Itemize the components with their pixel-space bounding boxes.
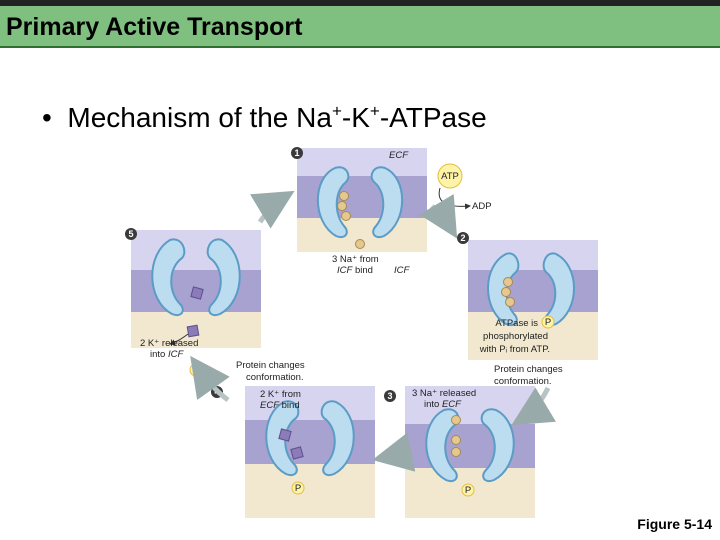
panel-step-1: 1 ECF [291, 147, 427, 252]
conf-right-line2: conformation. [494, 376, 552, 387]
k-bind-bind: bind [279, 400, 300, 411]
conf-right-line1: Protein changes [494, 364, 563, 375]
bullet-sup-1: + [331, 101, 342, 121]
figure-label: Figure 5-14 [637, 516, 712, 532]
k-bind-ecf: ECF [260, 400, 280, 411]
step-number-1: 1 [294, 148, 299, 158]
na-release-label-line1: 3 Na⁺ released [412, 388, 476, 399]
icf-label: ICF [394, 265, 411, 276]
atp-hydrolysis: ATP ADP [437, 163, 492, 212]
na-bind-bind: bind [352, 265, 373, 276]
panel-step-5: 5 [125, 228, 261, 348]
step-number-2: 2 [460, 233, 465, 243]
panel-step-4: P 4 2 K⁺ from ECF bind [211, 386, 375, 518]
k-release-label-line2: into ICF [150, 349, 184, 360]
title-bar: Primary Active Transport [0, 0, 720, 46]
atp-label: ATP [441, 171, 459, 182]
phosphate-badge-3: P [465, 485, 471, 496]
conf-left-line1: Protein changes [236, 360, 305, 371]
na-release-label-line2: into ECF [424, 399, 462, 410]
phos-label-line1: ATPase is [495, 318, 538, 329]
adp-label: ADP [472, 201, 492, 212]
phos-label-line2: phosphorylated [483, 331, 548, 342]
title-underline [0, 46, 720, 48]
panel-step-2: 2 P ATPase is phosphorylated with Pᵢ fro… [457, 232, 598, 360]
na-release-ecf: ECF [442, 399, 462, 410]
step-number-5: 5 [128, 229, 133, 239]
bullet-symbol: • [42, 102, 68, 133]
k-release-icf: ICF [168, 349, 185, 360]
bullet-text-2: -K [341, 102, 370, 133]
bullet-point: • Mechanism of the Na+-K+-ATPase [42, 102, 487, 134]
slide-title: Primary Active Transport [6, 13, 303, 41]
phosphate-badge-2: P [545, 317, 551, 328]
na-bind-icf: ICF [337, 265, 354, 276]
conf-left-line2: conformation. [246, 372, 304, 383]
step-number-3: 3 [387, 391, 392, 401]
k-release-label-line1: 2 K⁺ released [140, 338, 198, 349]
bullet-text-1: Mechanism of the Na [67, 102, 332, 133]
k-release-into: into [150, 349, 168, 360]
na-bind-label-line1: 3 Na⁺ from [332, 254, 379, 265]
bullet-text-3: -ATPase [379, 102, 487, 133]
na-release-into: into [424, 399, 442, 410]
panel-step-3: P 3 3 Na⁺ released into ECF [384, 386, 535, 518]
bullet-sup-2: + [369, 101, 380, 121]
phos-label-line3: with Pᵢ from ATP. [479, 344, 550, 355]
k-bind-label-line2: ECF bind [260, 400, 300, 411]
phosphate-badge-4: P [295, 483, 301, 494]
k-bind-label-line1: 2 K⁺ from [260, 389, 301, 400]
na-bind-label-line2: ICF bind [337, 265, 373, 276]
cycle-arrows [190, 190, 557, 472]
ecf-label-top: ECF [389, 150, 409, 161]
